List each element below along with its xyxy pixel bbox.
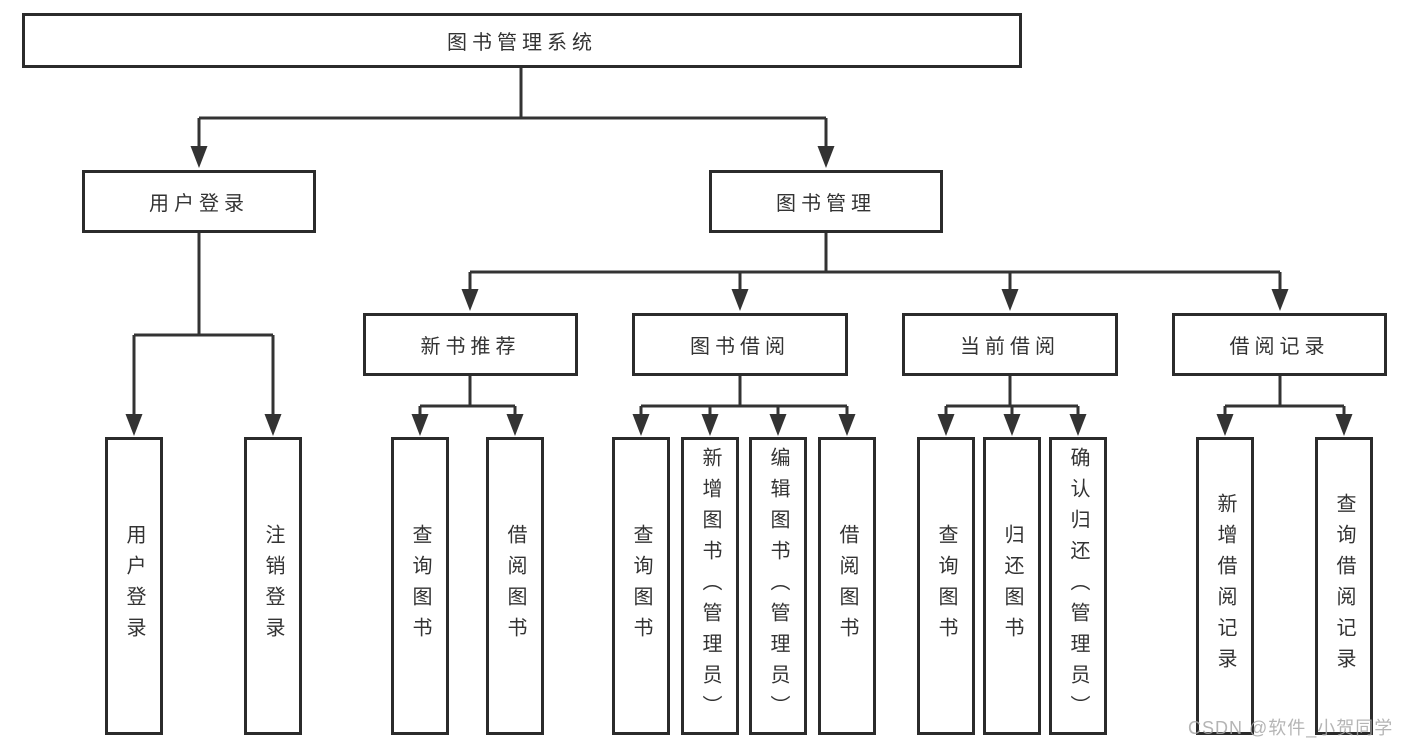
- node-borrowing-records: 借阅记录: [1172, 313, 1387, 376]
- leaf-newbook-borrow-books: 借阅图书: [486, 437, 544, 735]
- node-library-management-system: 图书管理系统: [22, 13, 1022, 68]
- leaf-current-return-books: 归还图书: [983, 437, 1041, 735]
- node-user-login: 用户登录: [82, 170, 316, 233]
- leaf-borrowing-add-book-admin: 新增图书（管理员）: [681, 437, 739, 735]
- node-current-borrowing: 当前借阅: [902, 313, 1118, 376]
- leaf-current-query-books: 查询图书: [917, 437, 975, 735]
- leaf-newbook-query-books: 查询图书: [391, 437, 449, 735]
- leaf-current-confirm-return-admin: 确认归还（管理员）: [1049, 437, 1107, 735]
- leaf-borrowing-edit-book-admin: 编辑图书（管理员）: [749, 437, 807, 735]
- leaf-records-add-borrow-record: 新增借阅记录: [1196, 437, 1254, 735]
- node-book-management: 图书管理: [709, 170, 943, 233]
- leaf-borrowing-borrow-books: 借阅图书: [818, 437, 876, 735]
- leaf-user-login: 用户登录: [105, 437, 163, 735]
- leaf-borrowing-query-books: 查询图书: [612, 437, 670, 735]
- node-book-borrowing: 图书借阅: [632, 313, 848, 376]
- leaf-logout: 注销登录: [244, 437, 302, 735]
- leaf-records-query-borrow-record: 查询借阅记录: [1315, 437, 1373, 735]
- node-new-book-recommendation: 新书推荐: [363, 313, 578, 376]
- arrowheads: [125, 146, 1353, 436]
